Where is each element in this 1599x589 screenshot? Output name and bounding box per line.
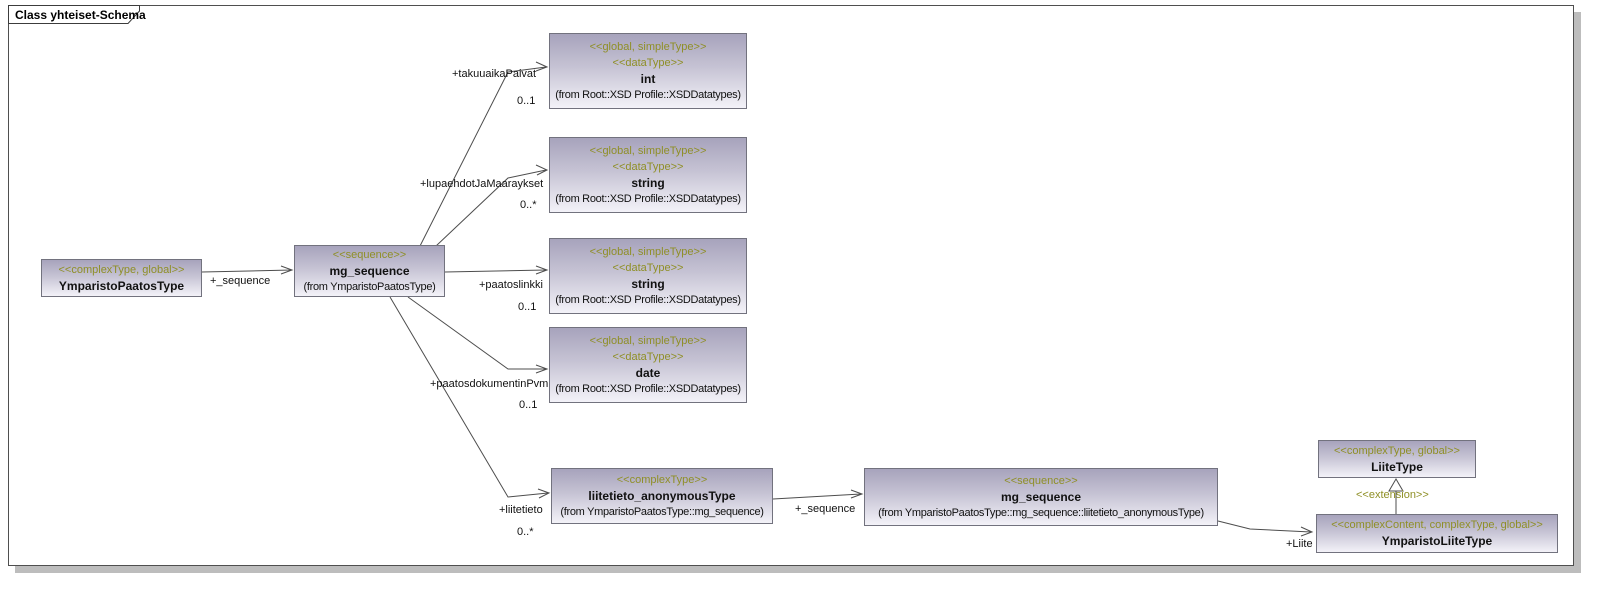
role-label-liite: +Liite: [1286, 538, 1313, 550]
class-box-liite-type[interactable]: <<complexType, global>> LiiteType: [1318, 440, 1476, 478]
stereotype-label: <<complexType, global>>: [58, 263, 185, 276]
stereotype-label: <<global, simpleType>>: [589, 246, 707, 258]
sequence-box-mg-sequence-2[interactable]: <<sequence>> mg_sequence (from Ymparisto…: [864, 468, 1218, 526]
role-label-takuuaikapaivat: +takuuaikaPaivat: [452, 68, 537, 80]
datatype-box-string-1[interactable]: <<global, simpleType>> <<dataType>> stri…: [549, 137, 747, 213]
from-label: (from YmparistoPaatosType): [303, 281, 436, 293]
stereotype-label: <<complexType>>: [616, 474, 708, 486]
from-label: (from Root::XSD Profile::XSDDatatypes): [555, 294, 741, 306]
stereotype-label: <<global, simpleType>>: [589, 145, 707, 157]
multiplicity-liitetieto: 0..*: [517, 526, 534, 538]
diagram-frame-title: Class yhteiset-Schema: [15, 8, 146, 22]
stereotype-label: <<dataType>>: [612, 57, 684, 69]
stereotype-label: <<sequence>>: [332, 249, 407, 261]
role-label-liitetieto: +liitetieto: [499, 504, 543, 516]
stereotype-label: <<dataType>>: [612, 161, 684, 173]
from-label: (from Root::XSD Profile::XSDDatatypes): [555, 193, 741, 205]
multiplicity-lupaehdotjamaaraykset: 0..*: [520, 199, 537, 211]
multiplicity-takuuaikapaivat: 0..1: [517, 95, 536, 107]
class-name: LiiteType: [1371, 459, 1423, 474]
class-box-ymparisto-liite-type[interactable]: <<complexContent, complexType, global>> …: [1316, 514, 1558, 553]
datatype-box-date[interactable]: <<global, simpleType>> <<dataType>> date…: [549, 327, 747, 403]
from-label: (from YmparistoPaatosType::mg_sequence::…: [878, 507, 1204, 519]
role-label-paatoslinkki: +paatoslinkki: [479, 279, 543, 291]
class-name: YmparistoLiiteType: [1381, 534, 1493, 548]
class-name: string: [631, 277, 665, 291]
stereotype-label: <<dataType>>: [612, 262, 684, 274]
stereotype-label: <<sequence>>: [1004, 475, 1078, 487]
from-label: (from Root::XSD Profile::XSDDatatypes): [555, 383, 741, 395]
class-name: date: [635, 366, 661, 380]
role-label-sequence-2: +_sequence: [795, 503, 856, 515]
datatype-box-string-2[interactable]: <<global, simpleType>> <<dataType>> stri…: [549, 238, 747, 314]
datatype-box-int[interactable]: <<global, simpleType>> <<dataType>> int …: [549, 33, 747, 109]
class-box-liitetieto-anonymous-type[interactable]: <<complexType>> liitetieto_anonymousType…: [551, 468, 773, 524]
diagram-frame: [8, 5, 1574, 566]
class-name: liitetieto_anonymousType: [588, 489, 736, 503]
stereotype-label-extension: <<extension>>: [1356, 489, 1429, 501]
role-label-paatosdokumentinpvm: +paatosdokumentinPvm: [430, 378, 549, 390]
class-name: mg_sequence: [329, 264, 410, 278]
multiplicity-paatoslinkki: 0..1: [518, 301, 537, 313]
multiplicity-paatosdokumentinpvm: 0..1: [519, 399, 538, 411]
class-name: mg_sequence: [1000, 490, 1082, 504]
class-name: string: [631, 176, 665, 190]
from-label: (from YmparistoPaatosType::mg_sequence): [560, 506, 764, 518]
class-name: YmparistoPaatosType: [58, 278, 185, 293]
role-label-sequence: +_sequence: [210, 275, 271, 287]
stereotype-label: <<dataType>>: [612, 351, 684, 363]
class-name: int: [640, 72, 656, 86]
sequence-box-mg-sequence[interactable]: <<sequence>> mg_sequence (from Ymparisto…: [294, 245, 445, 297]
class-box-ymparisto-paatos-type[interactable]: <<complexType, global>> YmparistoPaatosT…: [41, 259, 202, 297]
stereotype-label: <<complexType, global>>: [1334, 444, 1460, 457]
role-label-lupaehdotjamaaraykset: +lupaehdotJaMaaraykset: [420, 178, 544, 190]
stereotype-label: <<complexContent, complexType, global>>: [1331, 519, 1543, 531]
from-label: (from Root::XSD Profile::XSDDatatypes): [555, 89, 741, 101]
stereotype-label: <<global, simpleType>>: [589, 41, 707, 53]
stereotype-label: <<global, simpleType>>: [589, 335, 707, 347]
